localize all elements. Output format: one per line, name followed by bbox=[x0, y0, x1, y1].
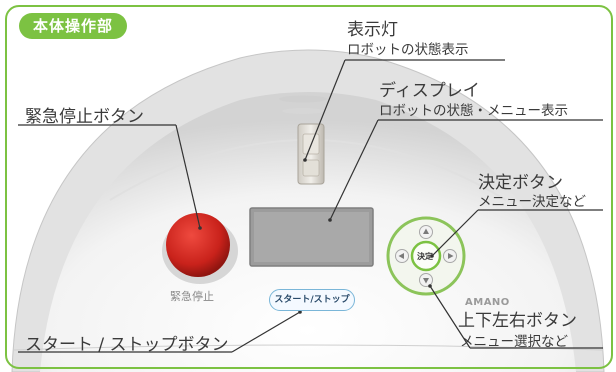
leader-startstop bbox=[231, 311, 301, 353]
dot-startstop bbox=[298, 310, 302, 314]
arrow-right-icon bbox=[448, 253, 454, 259]
label-display-desc: ロボットの状態・メニュー表示 bbox=[379, 103, 568, 119]
dot-arrows bbox=[428, 284, 432, 288]
label-display-title: ディスプレイ bbox=[379, 81, 480, 101]
label-arrows-desc: メニュー選択など bbox=[460, 334, 568, 350]
label-indicator-desc: ロボットの状態表示 bbox=[347, 42, 469, 58]
leader-indicator bbox=[304, 59, 346, 161]
page-title: 本体操作部 bbox=[19, 13, 128, 39]
start-stop-button[interactable]: スタート/ストップ bbox=[269, 289, 355, 311]
top-slot-1 bbox=[279, 95, 327, 103]
top-slot-2 bbox=[282, 108, 324, 114]
display-inner bbox=[254, 212, 369, 262]
arrow-down-icon bbox=[423, 278, 429, 284]
brand-logo: AMANO bbox=[465, 297, 510, 308]
leader-display bbox=[329, 119, 379, 221]
emergency-stop-button bbox=[166, 213, 230, 277]
enter-button bbox=[410, 240, 442, 272]
dot-emergency bbox=[198, 226, 202, 230]
label-emergency-title: 緊急停止ボタン bbox=[25, 107, 144, 127]
label-enter-title: 決定ボタン bbox=[478, 173, 563, 193]
arrow-up-icon bbox=[423, 228, 429, 234]
leader-lines bbox=[18, 59, 603, 353]
arrow-left-icon bbox=[398, 253, 404, 259]
emergency-caption: 緊急停止 bbox=[170, 290, 214, 303]
dot-indicator bbox=[303, 158, 307, 162]
leader-arrows bbox=[429, 285, 471, 349]
leader-enter bbox=[431, 209, 479, 257]
label-enter-desc: メニュー決定など bbox=[478, 194, 586, 210]
label-startstop-title: スタート / ストップボタン bbox=[25, 335, 229, 355]
label-arrows-title: 上下左右ボタン bbox=[458, 311, 577, 331]
dot-enter bbox=[430, 254, 434, 258]
indicator-lamp-window-lower bbox=[302, 159, 320, 177]
dot-display bbox=[328, 218, 332, 222]
leader-emergency bbox=[175, 124, 201, 229]
label-indicator-title: 表示灯 bbox=[347, 20, 398, 40]
enter-button-label: 決定 bbox=[417, 252, 433, 261]
